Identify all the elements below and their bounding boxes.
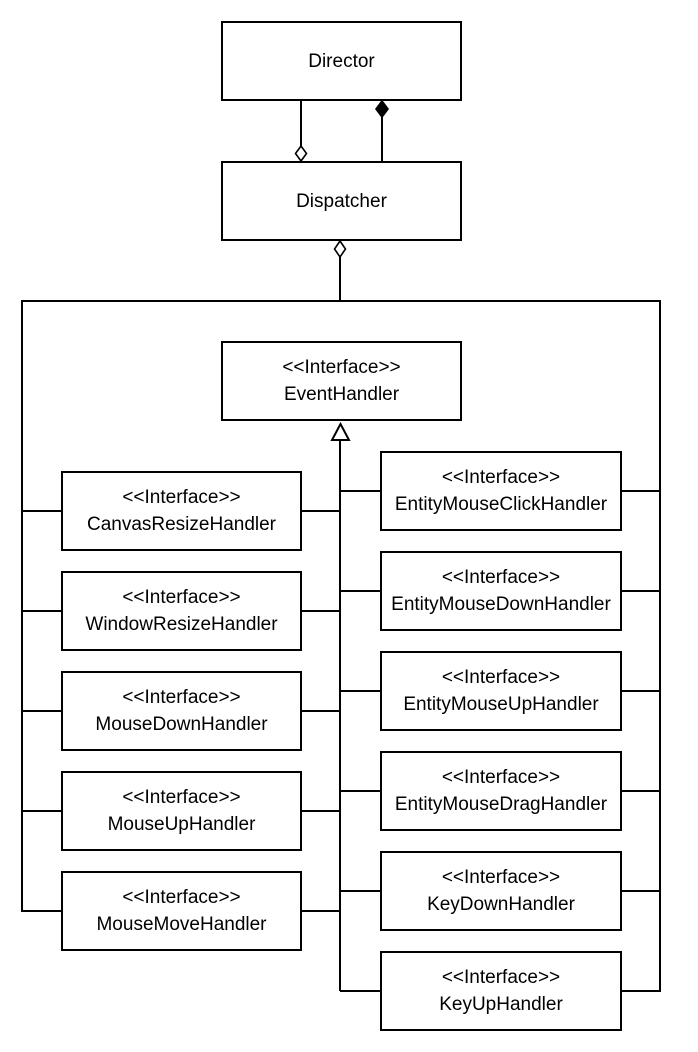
class-director: Director — [221, 21, 462, 101]
aggregation-diamond-icon — [333, 239, 347, 259]
class-name: EntityMouseUpHandler — [403, 694, 599, 715]
interface-window-resize-handler: <<Interface>> WindowResizeHandler — [61, 571, 302, 651]
class-name: MouseMoveHandler — [96, 914, 267, 935]
class-name: KeyDownHandler — [427, 894, 575, 915]
class-name: WindowResizeHandler — [85, 614, 278, 635]
class-name: CanvasResizeHandler — [86, 514, 277, 535]
interface-mouse-up-handler: <<Interface>> MouseUpHandler — [61, 771, 302, 851]
stereotype-label: <<Interface>> — [441, 867, 561, 888]
class-name: MouseUpHandler — [107, 814, 256, 835]
class-name: EventHandler — [283, 384, 400, 405]
interface-key-down-handler: <<Interface>> KeyDownHandler — [380, 851, 622, 931]
bracket-stubs-left — [22, 510, 61, 912]
aggregation-diamond-icon — [294, 144, 308, 163]
generalization-stubs-right — [340, 490, 380, 992]
generalization-stubs-left — [302, 510, 340, 912]
stereotype-label: <<Interface>> — [122, 887, 241, 908]
interface-mouse-down-handler: <<Interface>> MouseDownHandler — [61, 671, 302, 751]
interface-entity-mouse-click-handler: <<Interface>> EntityMouseClickHandler — [380, 451, 622, 531]
interface-event-handler: <<Interface>> EventHandler — [221, 341, 462, 421]
stereotype-label: <<Interface>> — [441, 967, 561, 988]
stereotype-label: <<Interface>> — [122, 487, 241, 508]
class-name: MouseDownHandler — [95, 714, 268, 735]
stereotype-label: <<Interface>> — [282, 357, 401, 378]
class-name: KeyUpHandler — [439, 994, 563, 1015]
interface-mouse-move-handler: <<Interface>> MouseMoveHandler — [61, 871, 302, 951]
handler-aggregation-bracket — [21, 300, 661, 992]
stereotype-label: <<Interface>> — [122, 687, 241, 708]
stereotype-label: <<Interface>> — [441, 567, 561, 588]
class-name: EntityMouseClickHandler — [394, 494, 608, 515]
stereotype-label: <<Interface>> — [441, 667, 561, 688]
class-name: EntityMouseDownHandler — [391, 594, 611, 615]
class-name: Director — [308, 50, 375, 72]
composition-diamond-icon — [375, 99, 389, 119]
stereotype-label: <<Interface>> — [122, 587, 241, 608]
bracket-stubs-right — [622, 490, 660, 992]
generalization-triangle-icon — [330, 421, 351, 441]
stereotype-label: <<Interface>> — [122, 787, 241, 808]
interface-entity-mouse-down-handler: <<Interface>> EntityMouseDownHandler — [380, 551, 622, 631]
class-dispatcher: Dispatcher — [221, 161, 462, 241]
interface-key-up-handler: <<Interface>> KeyUpHandler — [380, 951, 622, 1031]
stereotype-label: <<Interface>> — [441, 467, 561, 488]
class-name: EntityMouseDragHandler — [394, 794, 608, 815]
interface-entity-mouse-drag-handler: <<Interface>> EntityMouseDragHandler — [380, 751, 622, 831]
interface-canvas-resize-handler: <<Interface>> CanvasResizeHandler — [61, 471, 302, 551]
interface-entity-mouse-up-handler: <<Interface>> EntityMouseUpHandler — [380, 651, 622, 731]
stereotype-label: <<Interface>> — [441, 767, 561, 788]
class-name: Dispatcher — [296, 190, 387, 212]
